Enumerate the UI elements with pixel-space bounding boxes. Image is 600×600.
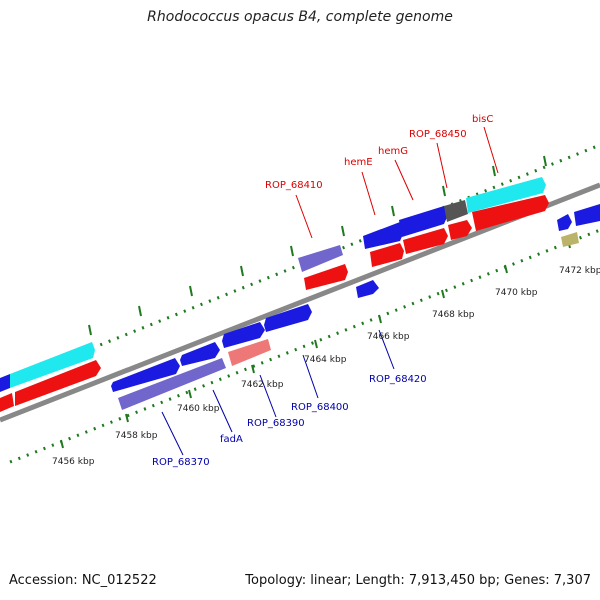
- gene-blue-1[interactable]: [111, 358, 180, 392]
- gene-blue-4[interactable]: [264, 304, 312, 332]
- accession-text: Accession: NC_012522: [9, 573, 157, 588]
- gene-ROP_68420[interactable]: [356, 280, 379, 298]
- gene-label[interactable]: ROP_68450: [409, 129, 467, 140]
- gene-label[interactable]: ROP_68370: [152, 457, 210, 468]
- gene-features: [0, 177, 600, 412]
- genome-summary-text: Topology: linear; Length: 7,913,450 bp; …: [245, 573, 591, 588]
- scale-labels: 7456 kbp 7458 kbp 7460 kbp 7462 kbp 7464…: [52, 266, 600, 467]
- gene-blue-edge[interactable]: [0, 374, 10, 392]
- gene-label[interactable]: bisC: [472, 114, 493, 125]
- scale-label: 7464 kbp: [304, 355, 347, 365]
- gene-label[interactable]: ROP_68390: [247, 418, 305, 429]
- map-title: Rhodococcus opacus B4, complete genome: [147, 9, 453, 25]
- gene-blue-3[interactable]: [222, 322, 265, 348]
- forward-gene-labels: ROP_68410 hemE hemG ROP_68450 bisC: [265, 114, 493, 191]
- gene-red-left[interactable]: [15, 360, 101, 406]
- reverse-gene-labels: ROP_68370 fadA ROP_68390 ROP_68400 ROP_6…: [152, 374, 427, 468]
- reverse-major-ticks: [60, 239, 571, 449]
- gene-label[interactable]: ROP_68420: [369, 374, 427, 385]
- genome-backbone: [0, 182, 600, 423]
- gene-hemE[interactable]: [363, 222, 404, 249]
- scale-label: 7472 kbp: [559, 266, 600, 276]
- gene-hemG[interactable]: [399, 206, 448, 237]
- gene-khaki[interactable]: [561, 232, 579, 247]
- gene-blue-right-2[interactable]: [574, 204, 600, 226]
- gene-label[interactable]: ROP_68400: [291, 402, 349, 413]
- gene-blue-right-1[interactable]: [557, 214, 572, 231]
- forward-leader-lines: [295, 126, 499, 239]
- gene-blue-2[interactable]: [180, 342, 220, 366]
- gene-fadA[interactable]: [118, 358, 226, 410]
- scale-label: 7458 kbp: [115, 431, 158, 441]
- scale-label: 7466 kbp: [367, 332, 410, 342]
- gene-ROP_68450[interactable]: [444, 200, 468, 222]
- scale-label: 7468 kbp: [432, 310, 475, 320]
- reverse-leader-lines: [161, 329, 395, 456]
- gene-label[interactable]: ROP_68410: [265, 180, 323, 191]
- gene-bisC[interactable]: [466, 177, 546, 213]
- scale-label: 7460 kbp: [177, 404, 220, 414]
- gene-red-mid[interactable]: [304, 264, 348, 290]
- gene-ROP_68410[interactable]: [298, 245, 343, 272]
- reverse-dotted-line: [9, 228, 600, 464]
- gene-ROP_68390[interactable]: [228, 339, 271, 366]
- gene-red-3[interactable]: [448, 220, 472, 240]
- gene-label[interactable]: hemG: [378, 146, 408, 157]
- gene-label[interactable]: fadA: [220, 434, 243, 445]
- gene-cyan-left[interactable]: [10, 342, 95, 388]
- scale-label: 7456 kbp: [52, 457, 95, 467]
- gene-red-2[interactable]: [403, 228, 448, 254]
- gene-label[interactable]: hemE: [344, 157, 373, 168]
- scale-label: 7470 kbp: [495, 288, 538, 298]
- gene-red-1[interactable]: [370, 243, 404, 267]
- gene-red-4[interactable]: [472, 195, 549, 231]
- gene-red-edge[interactable]: [0, 393, 14, 412]
- scale-label: 7462 kbp: [241, 380, 284, 390]
